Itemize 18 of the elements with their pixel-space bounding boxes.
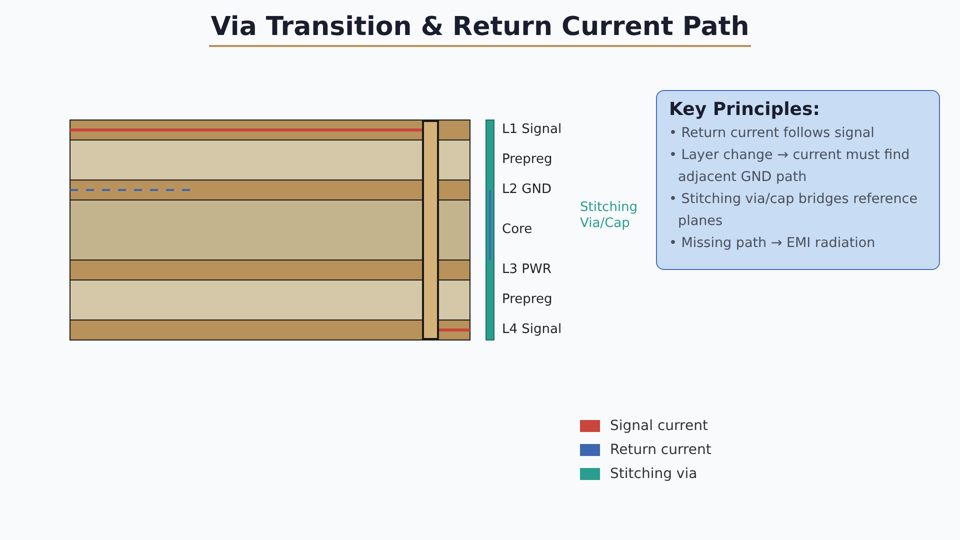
bullet-item: • Stitching via/cap bridges reference planes	[669, 190, 919, 231]
bullet-item: • Return current follows signal	[669, 124, 876, 143]
title: Via Transition & Return Current Path	[208, 12, 752, 47]
layer-label: L4 Signal	[502, 322, 562, 338]
bullet-item: • Missing path → EMI radiation	[669, 234, 876, 253]
layer-label: Core	[502, 222, 532, 238]
panel-heading: Key Principles:	[669, 99, 821, 120]
legend-label: Signal current	[610, 418, 708, 434]
bullet-item: • Layer change → current must find adjacent GND path	[669, 146, 911, 187]
layer-label: L2 GND	[502, 182, 552, 198]
legend-label: Stitching via	[610, 466, 698, 482]
layer-label: L3 PWR	[502, 262, 552, 278]
layer-label: Prepreg	[502, 152, 552, 168]
layer-label: L1 Signal	[502, 122, 562, 138]
legend-label: Return current	[610, 442, 712, 458]
info-panel	[656, 90, 940, 270]
layer-label: Prepreg	[502, 292, 552, 308]
via-label: Stitching Via/Cap	[580, 200, 639, 232]
